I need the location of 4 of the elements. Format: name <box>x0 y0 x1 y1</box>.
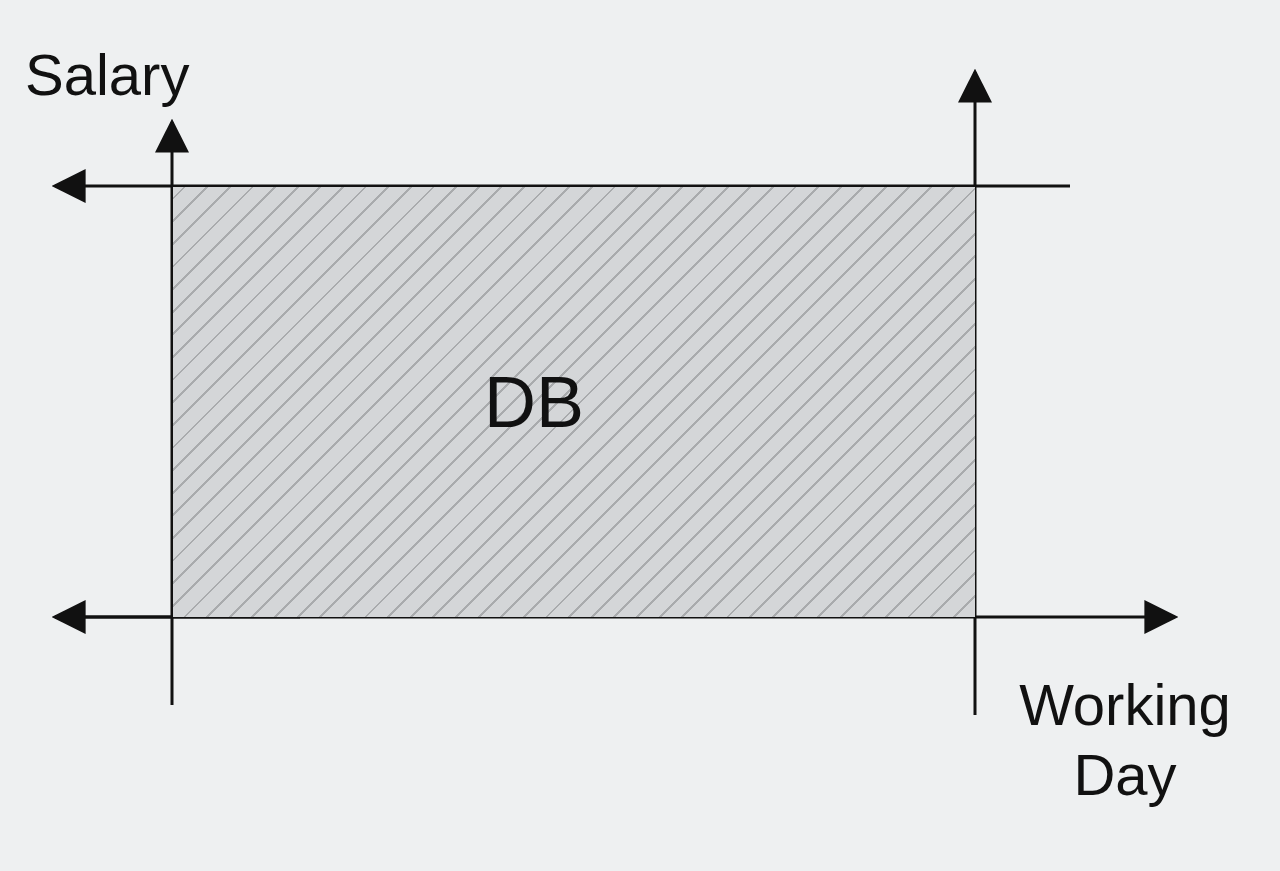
axis-label: Working Day <box>1018 671 1232 809</box>
area-label: DB <box>484 361 584 443</box>
axis-label: Salary <box>25 41 190 109</box>
hatched-area <box>173 187 975 617</box>
